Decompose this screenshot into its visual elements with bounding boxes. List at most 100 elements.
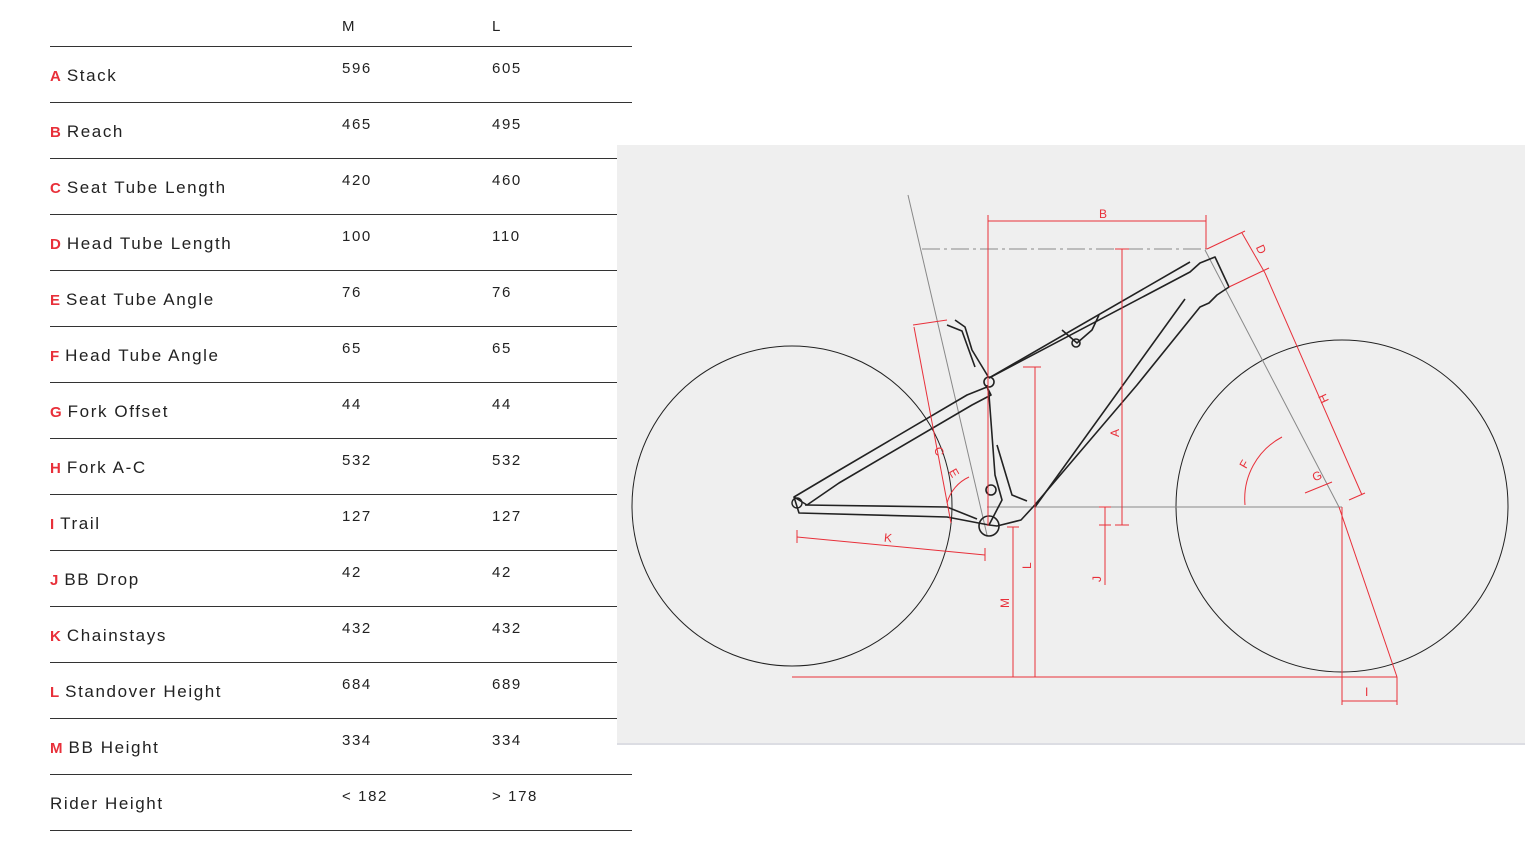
dim-fork-ac bbox=[1264, 272, 1363, 496]
row-label: B Reach bbox=[50, 122, 124, 142]
chain-stay-inner bbox=[804, 504, 978, 520]
table-row: B Reach 465 495 bbox=[50, 103, 632, 159]
column-header-l: L bbox=[492, 18, 502, 35]
rear-wheel bbox=[631, 345, 953, 667]
shock-mount bbox=[1071, 338, 1081, 348]
table-row: J BB Drop 42 42 bbox=[50, 551, 632, 607]
label-e: E bbox=[946, 466, 962, 480]
row-value-l: 495 bbox=[492, 116, 522, 133]
row-label: I Trail bbox=[50, 514, 101, 534]
dim-headtube bbox=[1241, 232, 1266, 274]
row-dimension-letter: M bbox=[50, 740, 63, 757]
seat-tube-axis bbox=[907, 194, 988, 536]
row-label: A Stack bbox=[50, 66, 117, 86]
label-a: A bbox=[1108, 429, 1122, 437]
row-dimension-letter: E bbox=[50, 292, 61, 309]
row-label: J BB Drop bbox=[50, 570, 140, 590]
seat-stay bbox=[793, 386, 992, 506]
front-triangle bbox=[988, 256, 1230, 527]
row-dimension-letter: C bbox=[50, 180, 61, 197]
row-value-l: 110 bbox=[492, 228, 521, 245]
label-d: D bbox=[1253, 242, 1269, 256]
label-k: K bbox=[883, 531, 892, 546]
row-value-m: 432 bbox=[342, 620, 372, 637]
dim-seat-angle-arc bbox=[946, 476, 970, 504]
row-value-l: 460 bbox=[492, 172, 522, 189]
row-dimension-name: Seat Tube Length bbox=[66, 178, 227, 197]
dim-head-angle-arc bbox=[1244, 436, 1283, 506]
row-value-l: 65 bbox=[492, 340, 512, 357]
row-dimension-letter: J bbox=[50, 572, 59, 589]
label-j: J bbox=[1090, 576, 1104, 582]
row-dimension-name: Standover Height bbox=[65, 682, 223, 701]
row-dimension-letter: A bbox=[50, 68, 61, 85]
dim-seattube-top bbox=[912, 319, 948, 326]
row-value-l: 432 bbox=[492, 620, 522, 637]
row-dimension-name: Stack bbox=[66, 66, 118, 85]
row-dimension-name: Rider Height bbox=[50, 794, 164, 813]
geometry-diagram: B A D H G F C E K L M J I bbox=[617, 145, 1525, 745]
row-value-m: 44 bbox=[342, 396, 362, 413]
row-label: L Standover Height bbox=[50, 682, 222, 702]
row-value-l: 689 bbox=[492, 676, 522, 693]
row-value-m: 596 bbox=[342, 60, 372, 77]
row-value-m: 127 bbox=[342, 508, 372, 525]
table-row: L Standover Height 684 689 bbox=[50, 663, 632, 719]
dim-headtube-b bbox=[1228, 267, 1270, 288]
top-tube-upper-edge bbox=[988, 261, 1191, 379]
row-dimension-name: Trail bbox=[60, 514, 101, 533]
row-dimension-letter: D bbox=[50, 236, 61, 253]
down-tube-inner-edge bbox=[1034, 298, 1186, 508]
row-dimension-name: BB Drop bbox=[64, 570, 140, 589]
guide-lines bbox=[907, 194, 1342, 536]
label-g: G bbox=[1310, 468, 1324, 484]
seat-tube-top bbox=[954, 319, 990, 379]
label-i: I bbox=[1365, 685, 1368, 699]
row-value-l: 42 bbox=[492, 564, 512, 581]
frame bbox=[793, 256, 1230, 527]
row-dimension-name: Reach bbox=[66, 122, 124, 141]
row-dimension-letter: B bbox=[50, 124, 61, 141]
row-dimension-letter: G bbox=[50, 404, 62, 421]
dim-offset bbox=[1304, 481, 1333, 494]
row-value-l: 76 bbox=[492, 284, 512, 301]
row-value-m: 532 bbox=[342, 452, 372, 469]
row-value-l: 44 bbox=[492, 396, 512, 413]
table-header: M L bbox=[50, 0, 632, 47]
row-value-m: 65 bbox=[342, 340, 362, 357]
lower-pivot bbox=[985, 484, 997, 496]
row-value-m: 465 bbox=[342, 116, 372, 133]
bottom-bracket bbox=[978, 515, 1000, 537]
label-c: C bbox=[931, 446, 946, 457]
row-value-m: 42 bbox=[342, 564, 362, 581]
row-dimension-letter: L bbox=[50, 684, 60, 701]
seat-collar bbox=[946, 324, 976, 368]
row-value-l: 605 bbox=[492, 60, 522, 77]
bike-diagram-svg: B A D H G F C E K L M J I bbox=[631, 194, 1509, 705]
row-value-m: 684 bbox=[342, 676, 372, 693]
row-value-l: 532 bbox=[492, 452, 522, 469]
table-row: C Seat Tube Length 420 460 bbox=[50, 159, 632, 215]
row-value-l: 334 bbox=[492, 732, 522, 749]
label-m: M bbox=[998, 598, 1012, 608]
row-dimension-letter: I bbox=[50, 516, 55, 533]
label-b: B bbox=[1099, 207, 1107, 221]
rear-axle bbox=[791, 497, 803, 509]
row-value-l: > 178 bbox=[492, 788, 538, 805]
dim-chainstay bbox=[796, 536, 986, 556]
label-l: L bbox=[1020, 562, 1034, 569]
row-value-m: 100 bbox=[342, 228, 372, 245]
row-value-m: 420 bbox=[342, 172, 372, 189]
